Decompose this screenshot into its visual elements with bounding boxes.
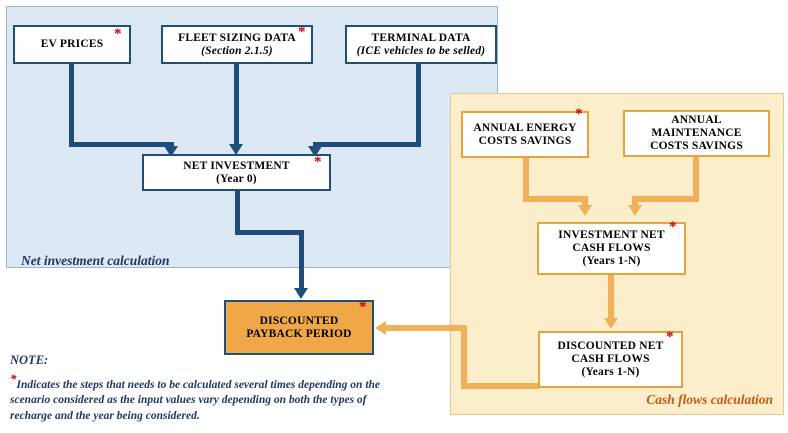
arrowhead-fleet-sizing [229,144,243,155]
node-ev-prices-line1: EV PRICES [40,38,104,51]
node-annual-energy-line1: ANNUAL ENERGY [473,121,577,134]
arrowhead-payback-top [294,288,308,299]
node-fleet-sizing-data[interactable]: FLEET SIZING DATA (Section 2.1.5) [161,25,313,64]
asterisk-marker-annual-energy: * [575,106,583,122]
node-investment-net-cash-flows[interactable]: INVESTMENT NET CASH FLOWS (Years 1-N) [537,222,686,275]
node-annual-energy-costs-savings[interactable]: ANNUAL ENERGY COSTS SAVINGS [461,111,589,158]
node-terminal-data[interactable]: TERMINAL DATA (ICE vehicles to be selled… [345,25,497,64]
node-disc-net-cf-line3: (Years 1-N) [581,365,640,378]
node-annual-maintenance-costs-savings[interactable]: ANNUAL MAINTENANCE COSTS SAVINGS [623,110,770,157]
asterisk-marker-note: * [10,371,17,386]
node-net-investment-line1: NET INVESTMENT [183,159,290,172]
node-payback-line2: PAYBACK PERIOD [246,327,352,340]
panel-net-label: Net investment calculation [21,253,170,268]
arrowhead-discounted-net-cf [604,318,618,329]
connector-net-investment-horizontal [235,230,304,235]
connector-net-investment-drop [299,230,304,290]
connector-annual-maintenance-drop [632,196,638,208]
node-disc-net-cf-line2: CASH FLOWS [571,353,650,366]
arrowhead-annual-energy [578,205,592,216]
connector-annual-maintenance-vertical [693,157,699,202]
connector-terminal-data-horizontal [313,142,421,147]
arrowhead-annual-maintenance [628,205,642,216]
connector-disccf-vertical [461,325,467,389]
connector-terminal-data-vertical [416,64,421,147]
asterisk-marker-net-investment: * [314,154,322,170]
connector-annual-energy-horizontal [523,196,588,202]
connector-payback-horizontal [386,325,467,331]
node-payback-line1: DISCOUNTED [259,314,339,327]
connector-invcf-to-disccf [608,275,614,321]
node-annual-maint-line2: MAINTENANCE [651,127,742,140]
node-net-investment-line2: (Year 0) [216,172,257,185]
node-discounted-net-cash-flows[interactable]: DISCOUNTED NET CASH FLOWS (Years 1-N) [538,331,683,388]
connector-annual-energy-vertical [523,158,529,202]
asterisk-marker-fleet-sizing: * [298,24,306,40]
note-title: NOTE: [10,353,49,367]
note-block: NOTE: *Indicates the steps that needs to… [10,353,410,424]
node-net-investment[interactable]: NET INVESTMENT (Year 0) [142,154,331,191]
asterisk-marker-payback: * [359,299,367,315]
node-terminal-data-line2: (ICE vehicles to be selled) [356,44,486,57]
node-disc-net-cf-line1: DISCOUNTED NET [557,340,664,353]
connector-net-investment-vertical [235,191,240,235]
node-annual-energy-line2: COSTS SAVINGS [478,134,572,147]
connector-annual-maintenance-horizontal [632,196,699,202]
arrowhead-terminal-data [308,146,322,157]
asterisk-marker-discounted-net-cf: * [666,329,674,345]
connector-ev-prices-vertical [69,64,74,147]
note-body: *Indicates the steps that needs to be ca… [10,370,410,424]
node-inv-net-cf-line1: INVESTMENT NET [558,229,665,242]
node-discounted-payback-period[interactable]: DISCOUNTED PAYBACK PERIOD [224,300,374,355]
connector-fleet-sizing-vertical [234,64,239,148]
connector-ev-prices-horizontal [69,142,174,147]
panel-cash-label: Cash flows calculation [646,392,773,407]
node-inv-net-cf-line3: (Years 1-N) [582,254,641,267]
node-ev-prices[interactable]: EV PRICES [13,25,131,64]
arrowhead-payback-right [375,321,386,335]
arrowhead-ev-prices [164,146,178,157]
asterisk-marker-ev-prices: * [114,26,122,42]
connector-annual-energy-drop [582,196,588,208]
node-annual-maint-line3: COSTS SAVINGS [650,139,743,152]
node-terminal-data-line1: TERMINAL DATA [371,31,471,44]
node-fleet-sizing-line1: FLEET SIZING DATA [178,31,296,44]
node-annual-maint-line1: ANNUAL [671,114,722,127]
note-text: Indicates the steps that needs to be cal… [10,378,381,422]
asterisk-marker-investment-net-cf: * [669,219,677,235]
node-fleet-sizing-line2: (Section 2.1.5) [201,44,273,57]
connector-disccf-bottom-horizontal [461,383,539,389]
node-inv-net-cf-line2: CASH FLOWS [572,242,651,255]
